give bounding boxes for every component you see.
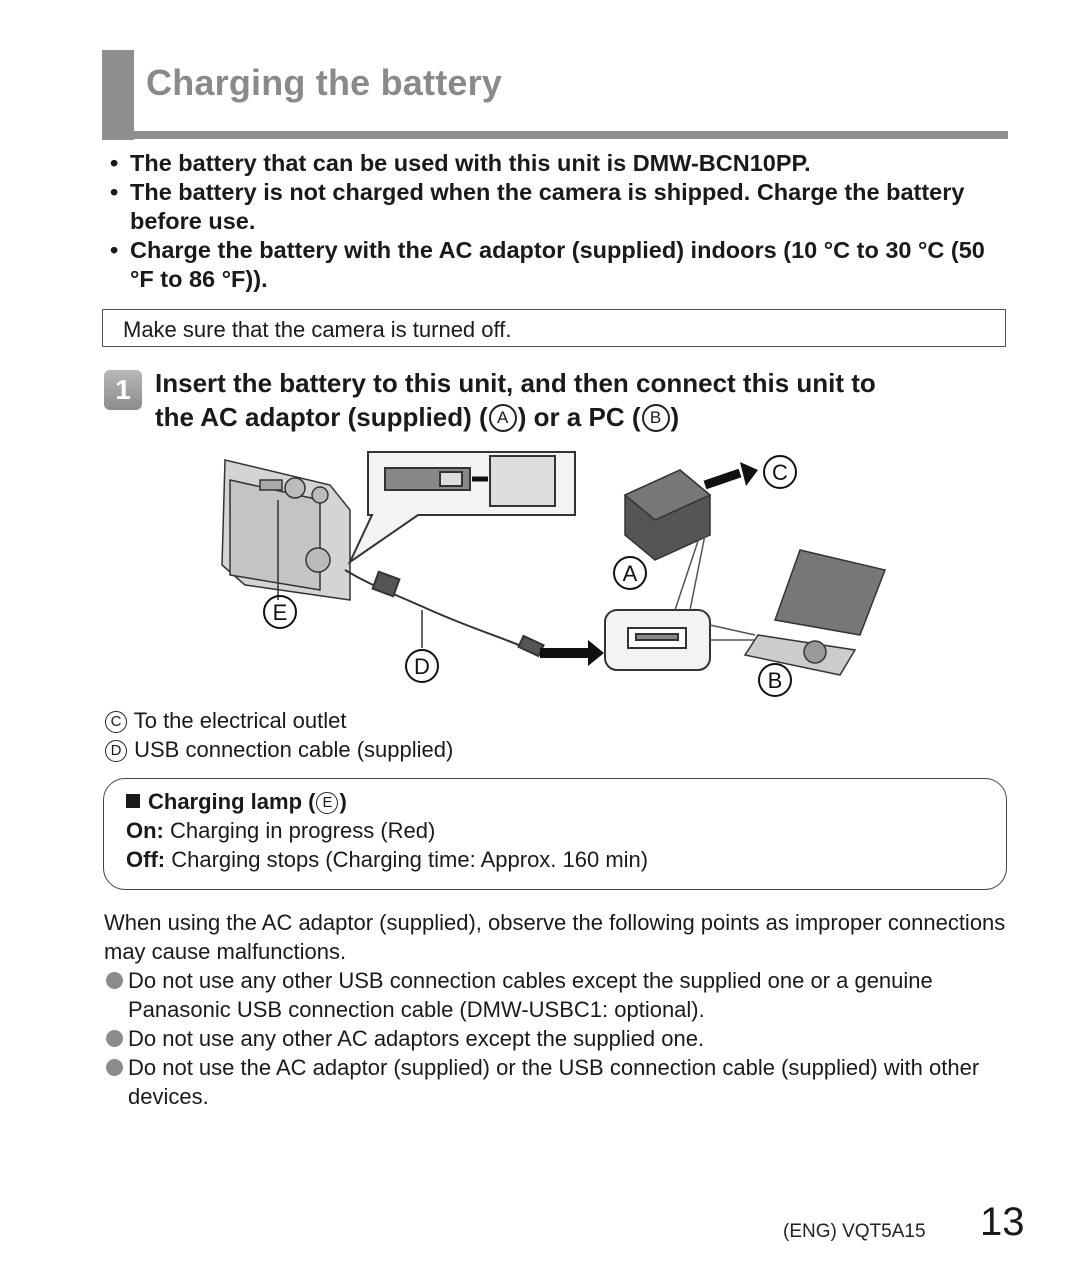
step-text-part: ) bbox=[670, 402, 680, 432]
circled-label-e: E bbox=[316, 792, 339, 814]
charging-lamp-box: Charging lamp (E) On: Charging in progre… bbox=[103, 778, 1007, 890]
circled-label-b: B bbox=[641, 404, 670, 432]
warning-point-text: Do not use the AC adaptor (supplied) or … bbox=[128, 1055, 980, 1109]
bullet-text: The battery that can be used with this u… bbox=[130, 150, 811, 176]
label-a: A bbox=[623, 561, 638, 586]
document-code: (ENG) VQT5A15 bbox=[783, 1221, 926, 1242]
bullet-item: • The battery is not charged when the cam… bbox=[108, 178, 988, 236]
legend-item: C To the electrical outlet bbox=[104, 706, 453, 735]
round-bullet-icon bbox=[106, 972, 123, 989]
step-text-part: the AC adaptor (supplied) ( bbox=[155, 402, 488, 432]
bullet-icon: • bbox=[110, 237, 119, 263]
bullet-list: • The battery that can be used with this … bbox=[108, 149, 988, 294]
bullet-icon: • bbox=[110, 150, 119, 176]
label-e: E bbox=[273, 600, 288, 625]
page-title: Charging the battery bbox=[146, 62, 503, 103]
bullet-item: • Charge the battery with the AC adaptor … bbox=[108, 236, 988, 294]
figure-labels: C A E D B bbox=[263, 455, 797, 697]
label-c: C bbox=[772, 460, 788, 485]
connector-zoom-callout bbox=[347, 451, 576, 565]
lamp-on-label: On: bbox=[126, 818, 164, 843]
connection-illustration: C A E D B bbox=[221, 451, 887, 697]
bullet-item: • The battery that can be used with this … bbox=[108, 149, 988, 178]
warning-section: When using the AC adaptor (supplied), ob… bbox=[104, 908, 1014, 1111]
step-text-part: ) or a PC ( bbox=[517, 402, 641, 432]
note-text: Make sure that the camera is turned off. bbox=[123, 317, 512, 342]
step-number-badge: 1 bbox=[104, 370, 142, 410]
warning-point: Do not use the AC adaptor (supplied) or … bbox=[104, 1053, 1014, 1111]
round-bullet-icon bbox=[106, 1059, 123, 1076]
warning-point: Do not use any other USB connection cabl… bbox=[104, 966, 1014, 1024]
lamp-off-label: Off: bbox=[126, 847, 166, 872]
laptop-pc-illustration bbox=[743, 549, 887, 676]
usb-port-callout bbox=[604, 609, 711, 671]
legend-text: USB connection cable (supplied) bbox=[134, 737, 454, 762]
legend-text: To the electrical outlet bbox=[133, 708, 347, 733]
legend-item: D USB connection cable (supplied) bbox=[104, 735, 453, 764]
lamp-off-line: Off: Charging stops (Charging time: Appr… bbox=[126, 845, 1006, 874]
figure-legend: C To the electrical outlet D USB connect… bbox=[104, 706, 453, 764]
label-d: D bbox=[414, 654, 430, 679]
to-port-arrowhead-icon bbox=[588, 640, 604, 666]
to-outlet-arrow-icon bbox=[703, 468, 742, 490]
usb-cable bbox=[344, 569, 545, 658]
title-underline bbox=[102, 131, 1008, 139]
lamp-on-line: On: Charging in progress (Red) bbox=[126, 816, 1006, 845]
warning-intro: When using the AC adaptor (supplied), ob… bbox=[104, 910, 1006, 964]
title-accent-bar bbox=[102, 50, 134, 140]
bullet-text: Charge the battery with the AC adaptor (… bbox=[130, 237, 985, 292]
warning-point: Do not use any other AC adaptors except … bbox=[104, 1024, 1014, 1053]
bullet-icon: • bbox=[110, 179, 119, 205]
lamp-heading: Charging lamp (E) bbox=[126, 787, 1006, 816]
circled-label-a: A bbox=[488, 404, 517, 432]
lamp-heading-text: Charging lamp ( bbox=[148, 789, 316, 814]
step-instruction: Insert the battery to this unit, and the… bbox=[155, 366, 995, 434]
step-line-2: the AC adaptor (supplied) (A) or a PC (B… bbox=[155, 400, 995, 434]
note-box: Make sure that the camera is turned off. bbox=[102, 309, 1006, 347]
warning-point-text: Do not use any other AC adaptors except … bbox=[128, 1026, 705, 1051]
to-outlet-arrowhead-icon bbox=[740, 462, 758, 486]
square-bullet-icon bbox=[126, 794, 140, 808]
circled-label-c: C bbox=[105, 711, 127, 733]
camera-illustration bbox=[221, 459, 351, 601]
ac-adaptor-illustration bbox=[623, 469, 712, 561]
label-b: B bbox=[768, 668, 783, 693]
lamp-heading-end: ) bbox=[339, 789, 347, 814]
bullet-text: The battery is not charged when the came… bbox=[130, 179, 965, 234]
page-number: 13 bbox=[980, 1200, 1025, 1244]
lamp-on-text: Charging in progress (Red) bbox=[170, 818, 436, 843]
lamp-off-text: Charging stops (Charging time: Approx. 1… bbox=[171, 847, 649, 872]
round-bullet-icon bbox=[106, 1030, 123, 1047]
circled-label-d: D bbox=[105, 740, 127, 762]
step-line-1: Insert the battery to this unit, and the… bbox=[155, 368, 876, 398]
warning-point-text: Do not use any other USB connection cabl… bbox=[128, 968, 933, 1022]
